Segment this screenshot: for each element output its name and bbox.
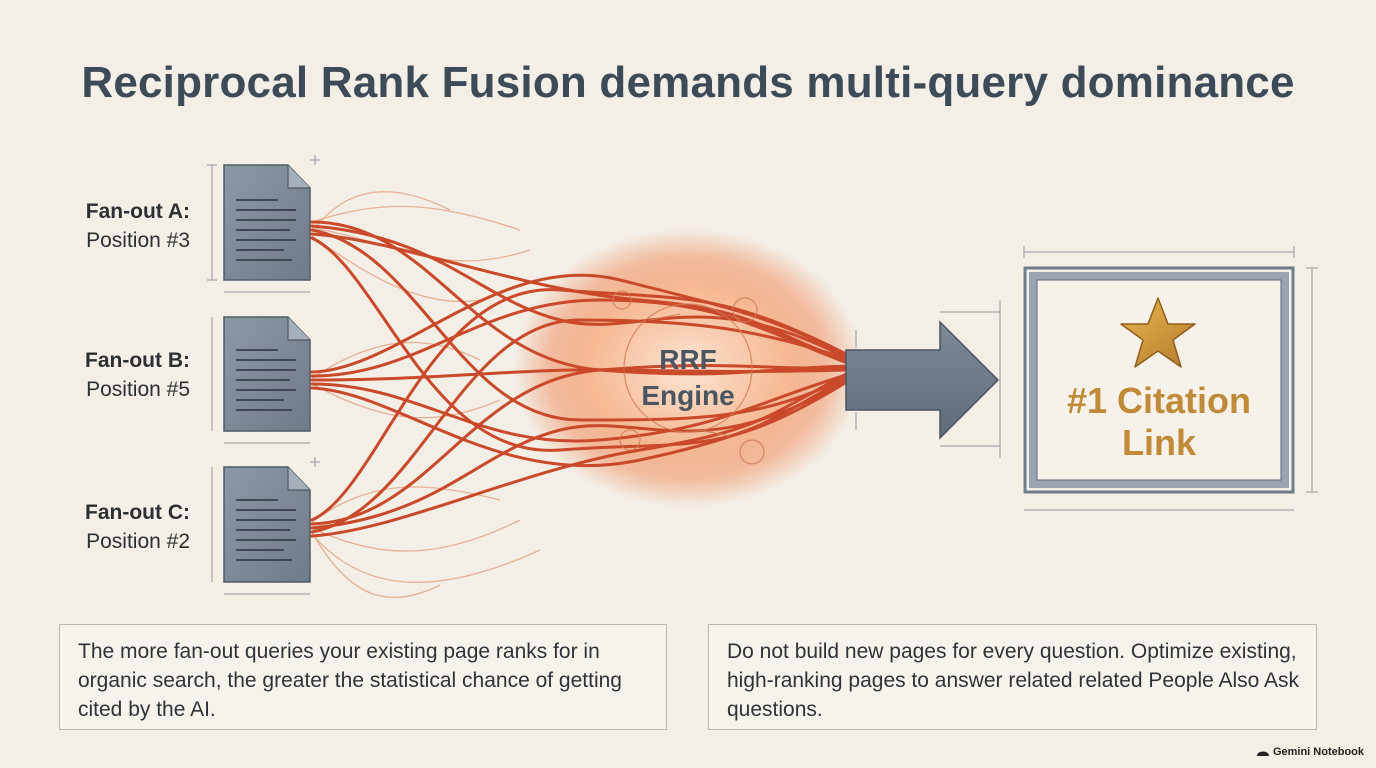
document-a [223,164,311,281]
dimension-lines [207,155,1318,595]
source-position: Position #3 [86,229,190,252]
star-icon [1120,297,1196,368]
brand-watermark: Gemini Notebook [1256,746,1364,758]
fine-strands [311,191,541,598]
engine-glow [513,228,863,508]
engine-label-line2: Engine [641,380,735,411]
engine-gears [612,290,765,465]
source-name: Fan-out B: [85,349,190,372]
source-label-a: Fan-out A: Position #3 [40,197,190,255]
note-left: The more fan-out queries your existing p… [59,624,667,730]
document-c [223,466,311,583]
source-label-c: Fan-out C: Position #2 [40,498,190,556]
source-position: Position #5 [86,378,190,401]
engine-label: RRF Engine [608,342,768,414]
engine-label-line1: RRF [659,344,717,375]
note-right: Do not build new pages for every questio… [708,624,1317,730]
source-name: Fan-out A: [85,200,190,223]
output-arrow [845,320,1000,440]
citation-label-line1: #1 Citation [1066,380,1252,421]
source-name: Fan-out C: [85,501,190,524]
citation-label: #1 Citation Link [1036,380,1282,464]
citation-label-line2: Link [1121,422,1196,463]
source-label-b: Fan-out B: Position #5 [40,346,190,404]
notebook-logo-icon [1256,751,1269,756]
document-b [223,316,311,432]
strands [310,220,852,538]
source-position: Position #2 [86,530,190,553]
page-title: Reciprocal Rank Fusion demands multi-que… [81,58,1295,107]
brand-name: Gemini Notebook [1272,746,1364,758]
